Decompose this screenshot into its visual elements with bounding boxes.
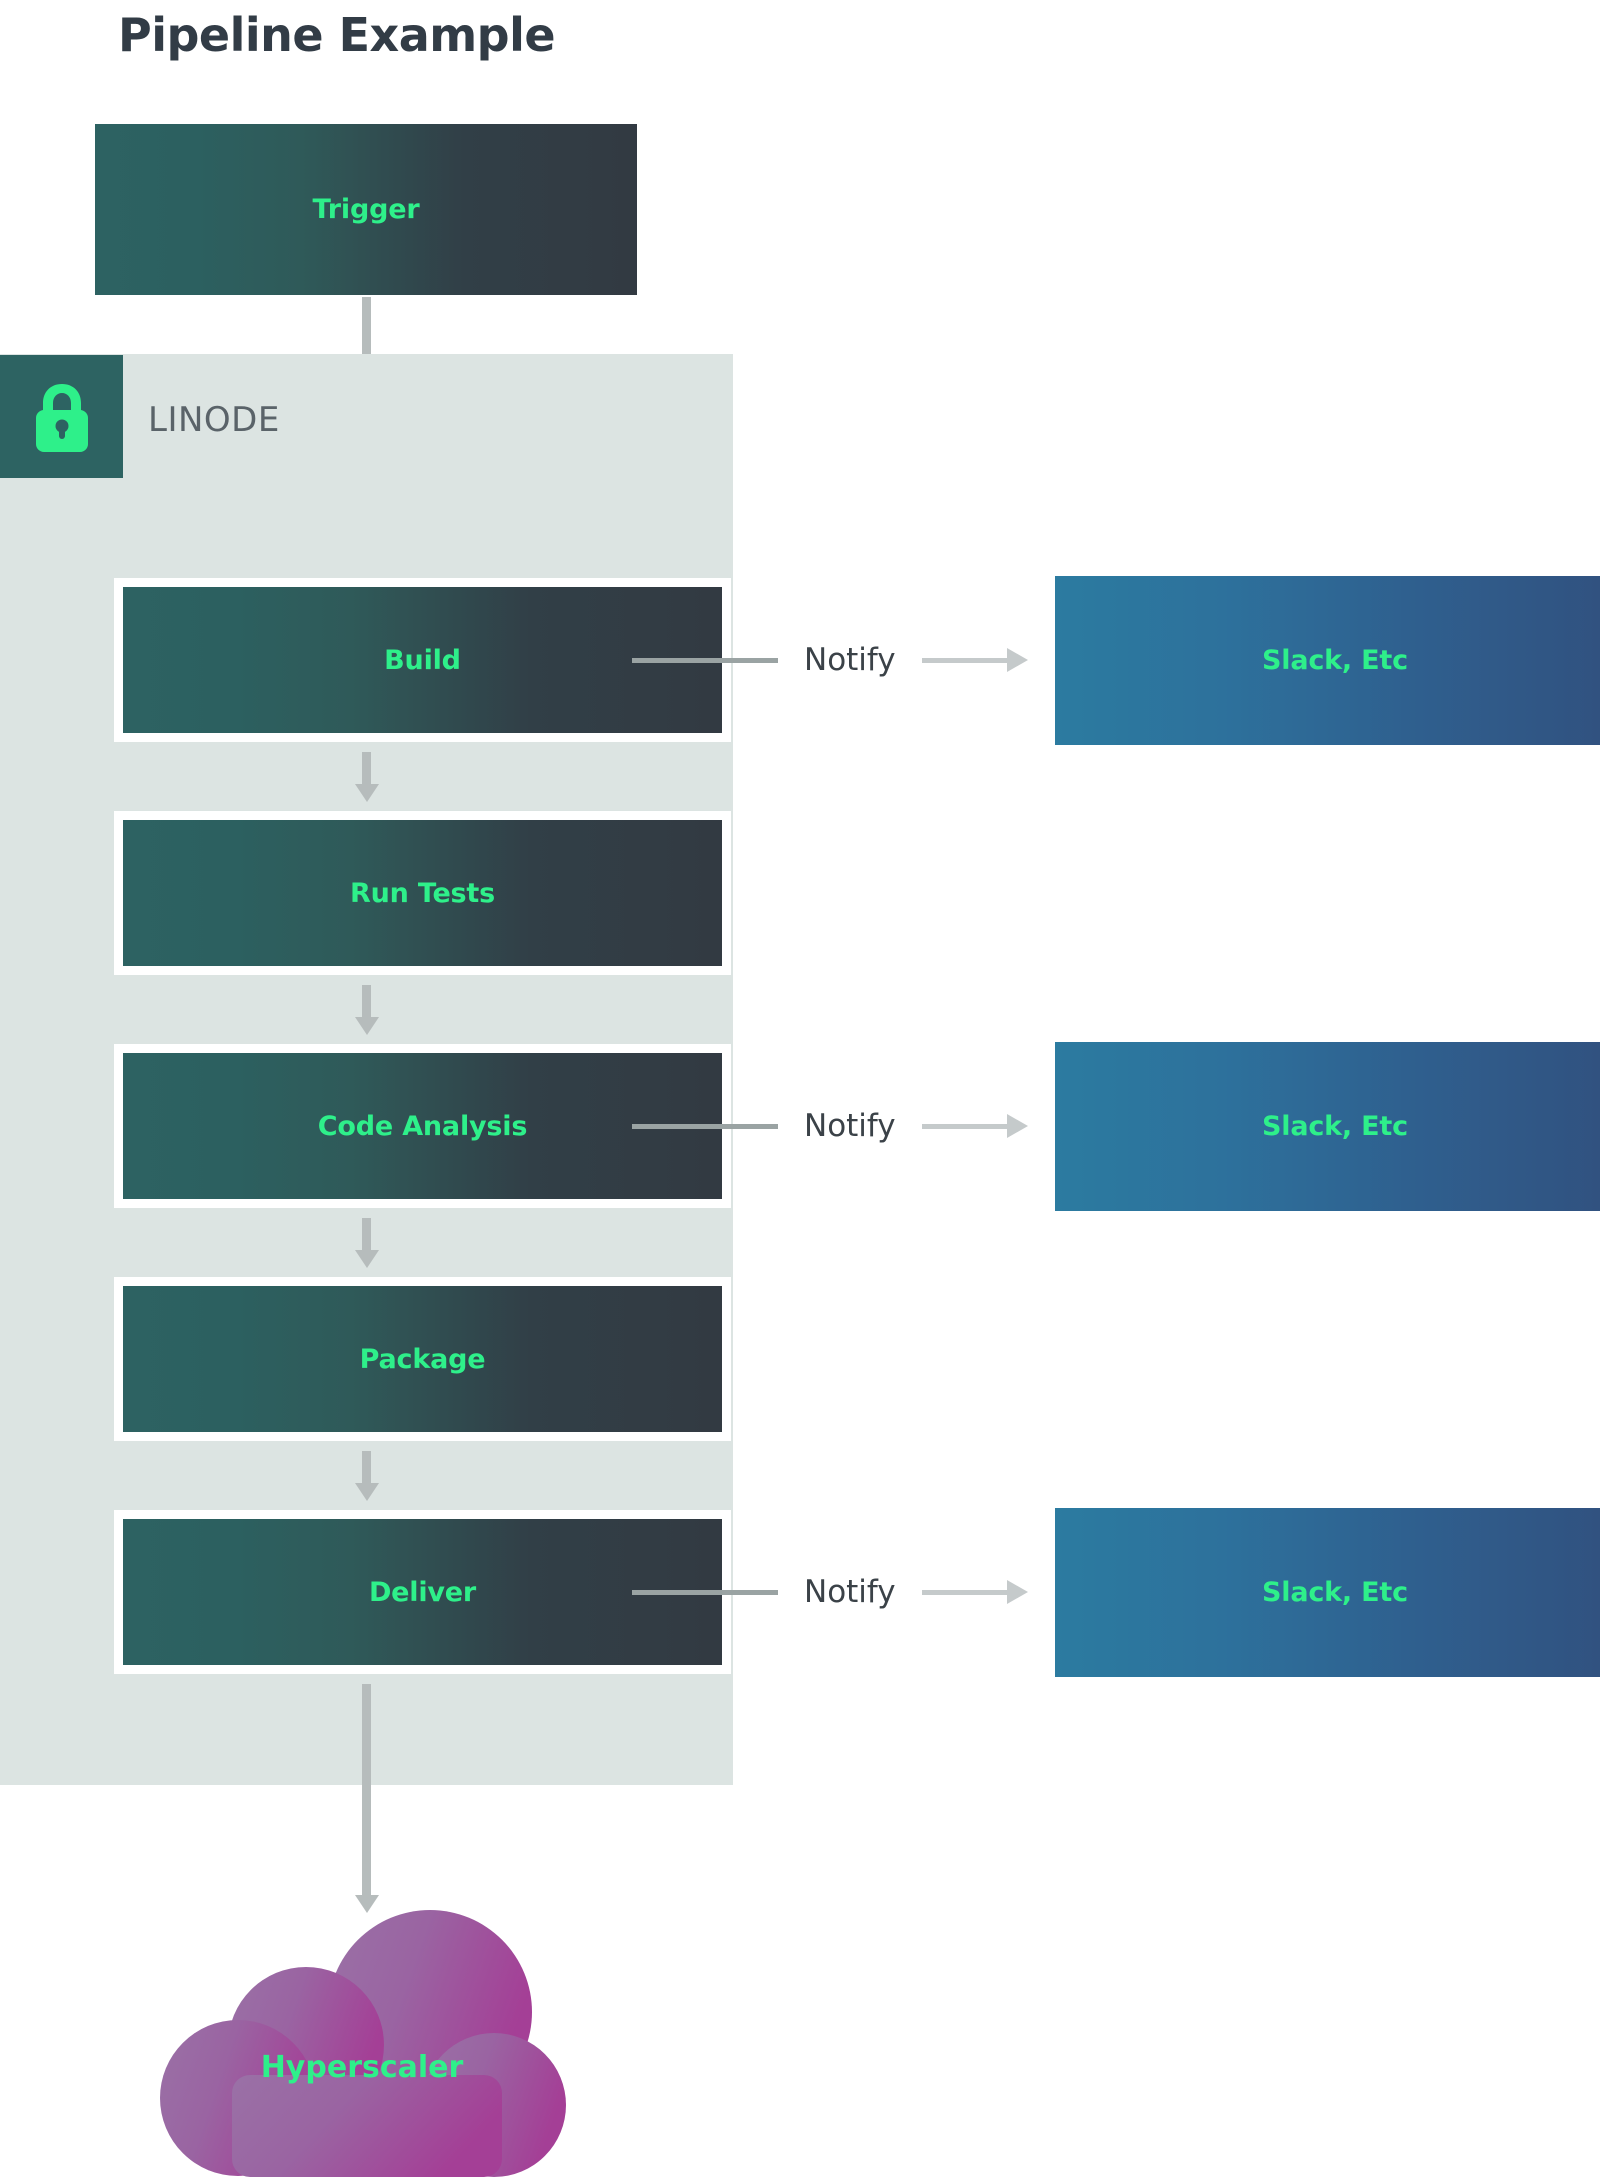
arrow-deliver-to-hyperscaler: [362, 1684, 371, 1896]
node-slack-deliver[interactable]: Slack, Etc: [1055, 1508, 1600, 1677]
notify-line: [632, 657, 778, 663]
notify-label: Notify: [804, 1108, 896, 1144]
node-slack-build-label: Slack, Etc: [1262, 645, 1408, 676]
node-build-label: Build: [384, 644, 461, 676]
notify-connector-deliver: Notify: [632, 1572, 1008, 1612]
node-slack-deliver-label: Slack, Etc: [1262, 1577, 1408, 1608]
arrow-package-to-deliver: [362, 1451, 371, 1484]
arrow-runtests-to-codeanalysis: [362, 985, 371, 1018]
notify-connector-build: Notify: [632, 640, 1008, 680]
arrow-build-to-runtests: [362, 752, 371, 785]
notify-arrow-icon: [921, 1123, 1008, 1129]
cloud-icon: [160, 1910, 566, 2177]
page-title: Pipeline Example: [118, 8, 556, 62]
node-deliver-label: Deliver: [368, 1576, 477, 1608]
notify-label: Notify: [804, 642, 896, 678]
notify-connector-code-analysis: Notify: [632, 1106, 1008, 1146]
node-package[interactable]: Package: [114, 1277, 731, 1441]
node-slack-code-analysis-label: Slack, Etc: [1262, 1111, 1408, 1142]
node-trigger-label: Trigger: [312, 194, 420, 225]
node-run-tests-label: Run Tests: [349, 877, 496, 909]
notify-label: Notify: [804, 1574, 896, 1610]
arrow-codeanalysis-to-package: [362, 1218, 371, 1251]
notify-line: [632, 1123, 778, 1129]
notify-arrow-icon: [921, 657, 1008, 663]
node-code-analysis-label: Code Analysis: [317, 1110, 528, 1142]
notify-arrow-icon: [921, 1589, 1008, 1595]
node-package-label: Package: [359, 1343, 486, 1375]
node-hyperscaler[interactable]: Hyperscaler: [142, 1900, 582, 2177]
node-trigger[interactable]: Trigger: [95, 124, 637, 295]
lock-icon: [0, 355, 123, 478]
node-slack-build[interactable]: Slack, Etc: [1055, 576, 1600, 745]
node-slack-code-analysis[interactable]: Slack, Etc: [1055, 1042, 1600, 1211]
node-hyperscaler-label: Hyperscaler: [260, 2050, 464, 2085]
zone-label: LINODE: [148, 400, 280, 440]
notify-line: [632, 1589, 778, 1595]
node-deliver[interactable]: Deliver: [114, 1510, 731, 1674]
node-run-tests[interactable]: Run Tests: [114, 811, 731, 975]
